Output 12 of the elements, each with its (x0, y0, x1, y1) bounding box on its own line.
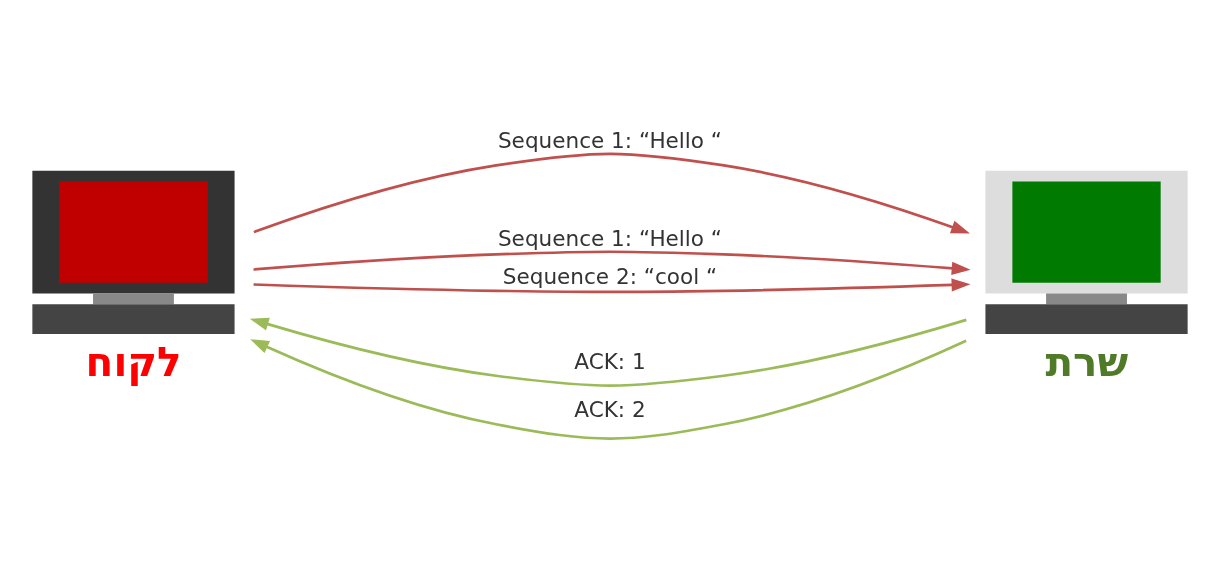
arrow (249, 317, 967, 387)
node-label: לקוח (85, 337, 182, 386)
arrow (253, 152, 970, 233)
arrow (253, 277, 971, 293)
edge-label: ACK: 2 (574, 396, 646, 422)
edge-label: Sequence 1: “Hello “ (497, 225, 723, 251)
edge-label: ACK: 1 (574, 348, 646, 374)
arrow (250, 338, 967, 440)
node-label: שרת (1045, 337, 1129, 386)
edge-label: Sequence 1: “Hello “ (497, 127, 723, 153)
arrow (253, 249, 971, 275)
edge-label: Sequence 2: “cool “ (502, 263, 718, 289)
